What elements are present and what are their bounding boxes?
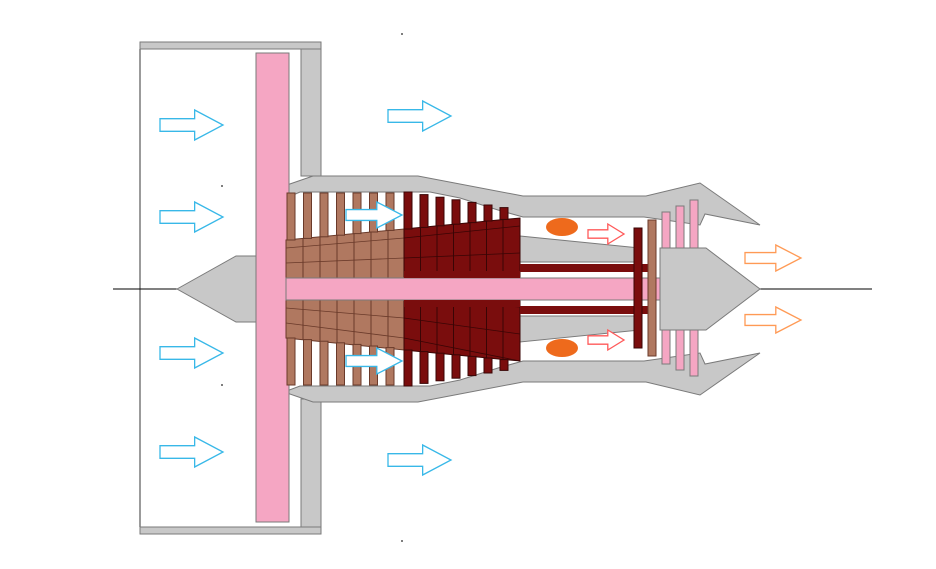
lp-blade <box>337 193 345 235</box>
hp-blade <box>484 358 492 373</box>
lp-blade <box>304 340 312 385</box>
stray-dot <box>221 384 223 386</box>
combustion-flame <box>546 339 578 357</box>
bypass-inlet-arrow <box>160 437 223 467</box>
turbine-stage <box>648 220 656 356</box>
hp-blade <box>436 197 444 226</box>
stray-dot <box>401 540 403 542</box>
hp-blade <box>436 353 444 381</box>
hp-blade <box>500 360 508 371</box>
hp-blade <box>420 195 428 228</box>
lp-blade <box>337 343 345 385</box>
exhaust-arrow <box>745 245 801 271</box>
combustion-flame <box>546 218 578 236</box>
combustion-arrow <box>588 224 624 244</box>
stray-dot <box>221 185 223 187</box>
lp-blade <box>320 193 328 237</box>
bypass-inlet-arrow <box>160 110 223 140</box>
lp-blade <box>320 341 328 385</box>
bypass-inlet-arrow <box>160 202 223 232</box>
exhaust-arrow <box>745 307 801 333</box>
stray-dot <box>401 33 403 35</box>
lp-blade <box>287 193 295 240</box>
bypass-inlet-arrow <box>160 338 223 368</box>
hp-blade <box>404 192 412 229</box>
hp-blade <box>500 208 508 220</box>
lp-blade <box>287 338 295 385</box>
hp-blade <box>468 356 476 375</box>
hp-blade <box>452 200 460 224</box>
hp-blade <box>452 355 460 378</box>
fan-blade <box>256 53 289 522</box>
hp-blade <box>468 202 476 222</box>
bypass-outer-arrow <box>388 101 451 131</box>
hp-blade <box>420 352 428 384</box>
turbine-stage <box>634 228 642 348</box>
bypass-outer-arrow <box>388 445 451 475</box>
hp-blade <box>404 350 412 386</box>
hp-blade <box>484 205 492 221</box>
lp-blade <box>304 193 312 238</box>
